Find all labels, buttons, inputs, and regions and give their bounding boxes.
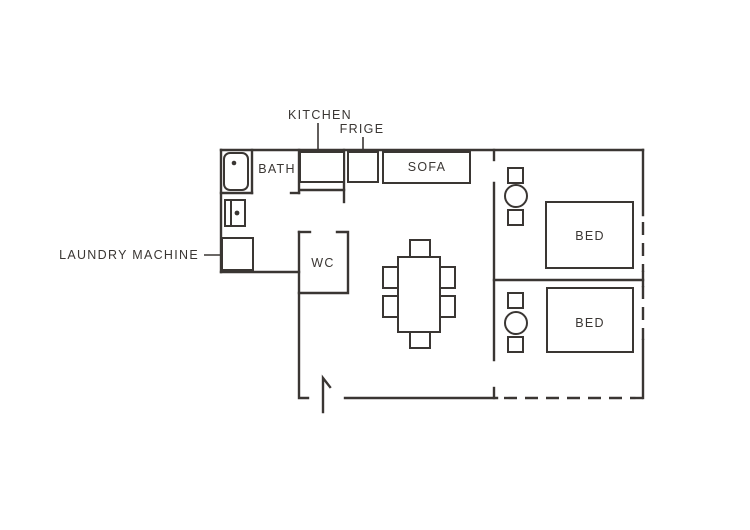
chair-left-2 <box>382 295 399 318</box>
chair-right-1 <box>439 266 456 289</box>
nightstand-1a <box>507 167 524 184</box>
chair-left-1 <box>382 266 399 289</box>
stool-1 <box>504 184 528 208</box>
chair-right-2 <box>439 295 456 318</box>
kitchen-counter <box>299 151 345 183</box>
wall-left-inner <box>297 230 310 400</box>
bathtub-drain <box>231 160 237 166</box>
walls-group <box>219 148 645 414</box>
laundry-machine <box>221 237 254 271</box>
bed-2 <box>546 287 634 353</box>
laundry-machine-label: LAUNDRY MACHINE <box>59 248 199 262</box>
nightstand-2a <box>507 292 524 309</box>
furniture-group <box>221 151 634 353</box>
wc-label: WC <box>311 256 334 270</box>
nightstand-1b <box>507 209 524 226</box>
bathtub <box>223 152 249 191</box>
kitchen-label: KITCHEN <box>288 108 352 122</box>
bed-1 <box>545 201 634 269</box>
bed-2-label: BED <box>575 316 605 330</box>
bed-1-label: BED <box>575 229 605 243</box>
stool-2 <box>504 311 528 335</box>
leader-lines-group <box>204 123 364 256</box>
wall-wc <box>297 230 350 295</box>
toilet-flush <box>234 210 240 216</box>
dining-table <box>397 256 441 333</box>
fridge <box>347 151 379 183</box>
sofa <box>382 151 471 184</box>
labels-group: KITCHEN FRIGE SOFA BATH LAUNDRY MACHINE … <box>59 108 605 330</box>
chair-bottom <box>409 331 431 349</box>
entry-door-leaf <box>321 374 332 414</box>
nightstand-2b <box>507 336 524 353</box>
fridge-label: FRIGE <box>340 122 385 136</box>
chair-top <box>409 239 431 258</box>
bath-label: BATH <box>258 162 296 176</box>
sofa-label: SOFA <box>408 160 447 174</box>
